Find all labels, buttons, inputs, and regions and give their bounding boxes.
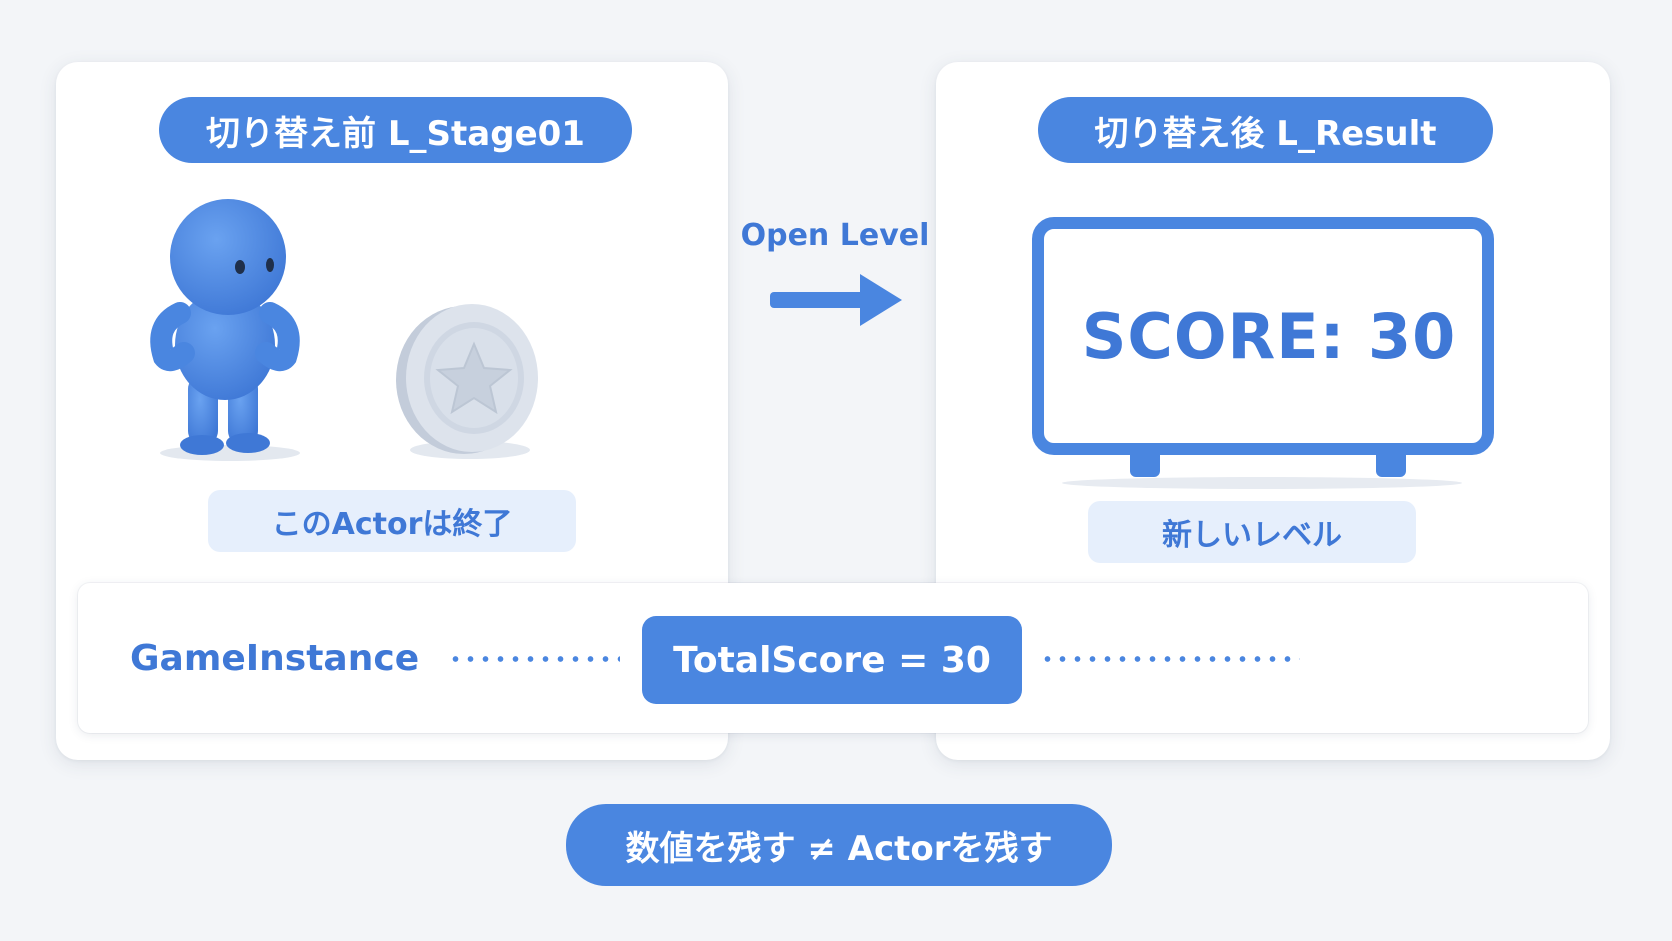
- after-level-title: 切り替え後 L_Result: [1038, 97, 1493, 163]
- before-level-title: 切り替え前 L_Stage01: [159, 97, 632, 163]
- new-level-label: 新しいレベル: [1088, 501, 1416, 563]
- game-instance-name: GameInstance: [130, 638, 420, 679]
- score-board-icon: [1032, 217, 1494, 489]
- dotted-connector-left: [448, 656, 620, 662]
- character-figure-icon: [150, 199, 300, 461]
- open-level-label: Open Level: [740, 218, 930, 253]
- arrow-right-icon: [770, 274, 902, 326]
- total-score-pill: TotalScore = 30: [642, 616, 1022, 704]
- footer-summary-pill: 数値を残す ≠ Actorを残す: [566, 804, 1112, 886]
- score-board-text: SCORE: 30: [1081, 300, 1457, 373]
- dotted-connector-right: [1040, 656, 1300, 662]
- star-coin-icon: [396, 304, 538, 459]
- actor-ended-label: このActorは終了: [208, 490, 576, 552]
